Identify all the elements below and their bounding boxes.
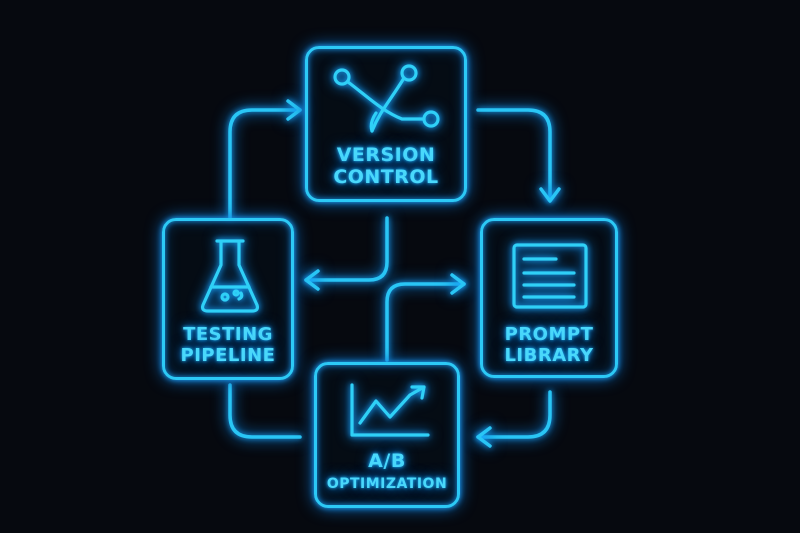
arrow-ab-to-testing <box>228 383 302 439</box>
prompt-library-label: PROMPT LIBRARY <box>483 324 615 366</box>
arrowhead-center-to-testing <box>304 269 320 291</box>
version-control-label: VERSION CONTROL <box>308 144 464 189</box>
arrow-testing-to-version <box>228 108 302 220</box>
branch-merge-icon <box>330 63 442 139</box>
line-chart-icon <box>350 383 430 437</box>
version-control-line1: VERSION <box>336 144 436 166</box>
ab-optimization-line2: OPTIMIZATION <box>326 475 448 492</box>
prompt-library-line1: PROMPT <box>504 324 594 345</box>
testing-pipeline-line2: PIPELINE <box>180 344 276 366</box>
arrow-center-to-testing <box>304 216 389 282</box>
ab-optimization-node: A/B OPTIMIZATION <box>314 362 460 508</box>
arrow-library-to-ab <box>476 390 552 439</box>
testing-pipeline-node: TESTING PIPELINE <box>162 218 294 380</box>
ab-optimization-label: A/B OPTIMIZATION <box>317 449 457 494</box>
arrowhead-library-to-ab <box>476 426 492 448</box>
flask-icon <box>199 239 261 313</box>
testing-pipeline-line1: TESTING <box>183 324 273 345</box>
prompt-library-node: PROMPT LIBRARY <box>480 218 618 378</box>
version-control-line2: CONTROL <box>333 165 439 188</box>
arrowhead-center-to-library <box>450 273 466 295</box>
version-control-node: VERSION CONTROL <box>305 46 467 202</box>
arrowhead-version-to-library <box>539 187 561 203</box>
arrow-center-to-library <box>385 282 466 362</box>
testing-pipeline-label: TESTING PIPELINE <box>165 324 291 366</box>
arrow-version-to-library <box>476 108 552 202</box>
ab-optimization-line1: A/B <box>368 450 406 472</box>
document-icon <box>512 243 588 309</box>
prompt-library-line2: LIBRARY <box>504 344 594 366</box>
arrowhead-testing-to-version <box>286 99 302 121</box>
